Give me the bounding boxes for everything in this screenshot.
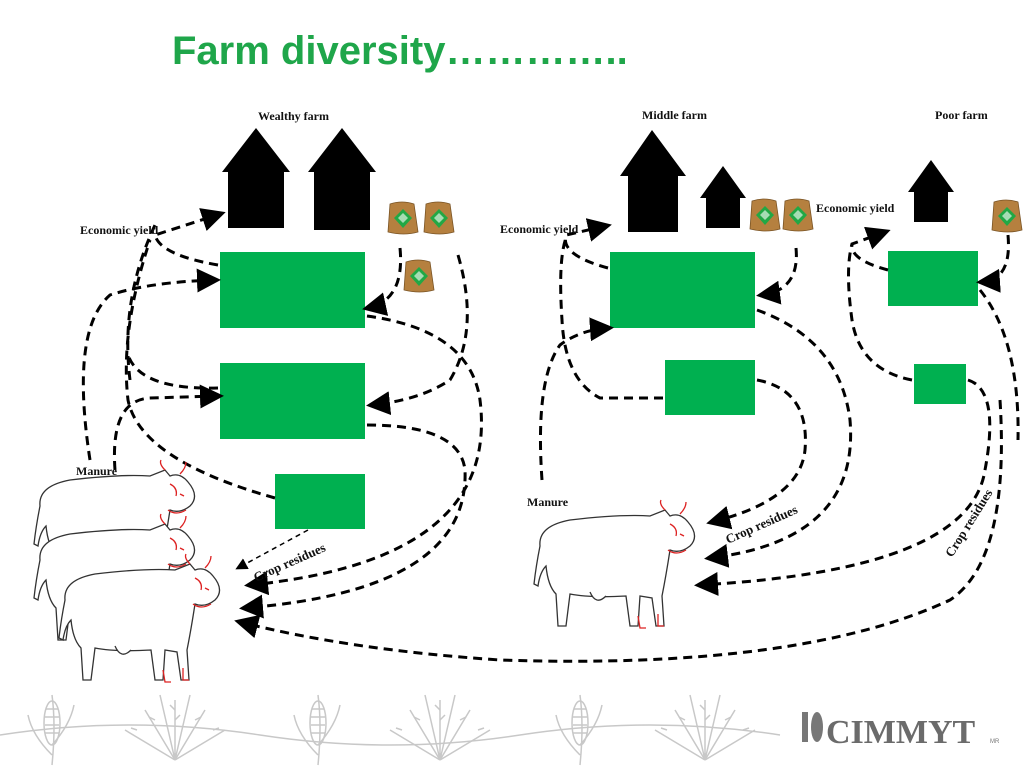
fertilizer-bag-icon: [423, 201, 455, 235]
wealthy-crop-box-2: [220, 363, 365, 439]
middle-farm-label: Middle farm: [642, 108, 707, 122]
yield-arrow-icon: [908, 160, 954, 222]
poor-crop-residues-label: Crop residues: [942, 486, 996, 559]
fertilizer-bag-icon: [403, 259, 435, 293]
middle-flow-arrows: [539, 218, 992, 596]
poor-flow-arrows: [847, 226, 1020, 441]
wealthy-cows: [33, 459, 221, 683]
wealthy-manure-label: Manure: [76, 464, 118, 478]
middle-crop-box-2: [665, 360, 755, 415]
yield-arrow-icon: [222, 128, 290, 228]
middle-crop-box-1: [610, 252, 755, 328]
yield-arrow-icon: [620, 130, 686, 232]
poor-farm-label: Poor farm: [935, 108, 988, 122]
fertilizer-bag-icon: [387, 201, 419, 235]
yield-arrow-icon: [308, 128, 376, 230]
logo-text: CIMMYT: [826, 714, 976, 751]
wealthy-farm-label: Wealthy farm: [258, 109, 329, 123]
middle-crop-residues-label: Crop residues: [723, 502, 800, 547]
wealthy-crop-box-3: [275, 474, 365, 529]
plant-border-decoration: [0, 694, 781, 766]
fertilizer-bag-icon: [782, 198, 814, 232]
middle-cow-icon: [533, 499, 696, 629]
cimmyt-logo: CIMMYT MR: [802, 712, 1000, 751]
wealthy-flow-arrows: [81, 208, 1003, 663]
poor-economic-yield-label: Economic yield: [816, 201, 895, 215]
page-title: Farm diversity…………..: [172, 29, 628, 73]
wealthy-yield-arrows: [222, 128, 376, 230]
poor-crop-box-2: [914, 364, 966, 404]
logo-mark: MR: [990, 739, 1000, 745]
fertilizer-bag-icon: [991, 199, 1023, 233]
poor-crop-box-1: [888, 251, 978, 306]
poor-yield-arrows: [908, 160, 954, 222]
middle-economic-yield-label: Economic yield: [500, 222, 579, 236]
yield-arrow-icon: [700, 166, 746, 228]
wealthy-crop-residues-label: Crop residues: [251, 540, 328, 585]
middle-yield-arrows: [620, 130, 746, 232]
wealthy-economic-yield-label: Economic yield: [80, 223, 159, 237]
wealthy-crop-box-1: [220, 252, 365, 328]
middle-manure-label: Manure: [527, 495, 569, 509]
fertilizer-bag-icon: [749, 198, 781, 232]
